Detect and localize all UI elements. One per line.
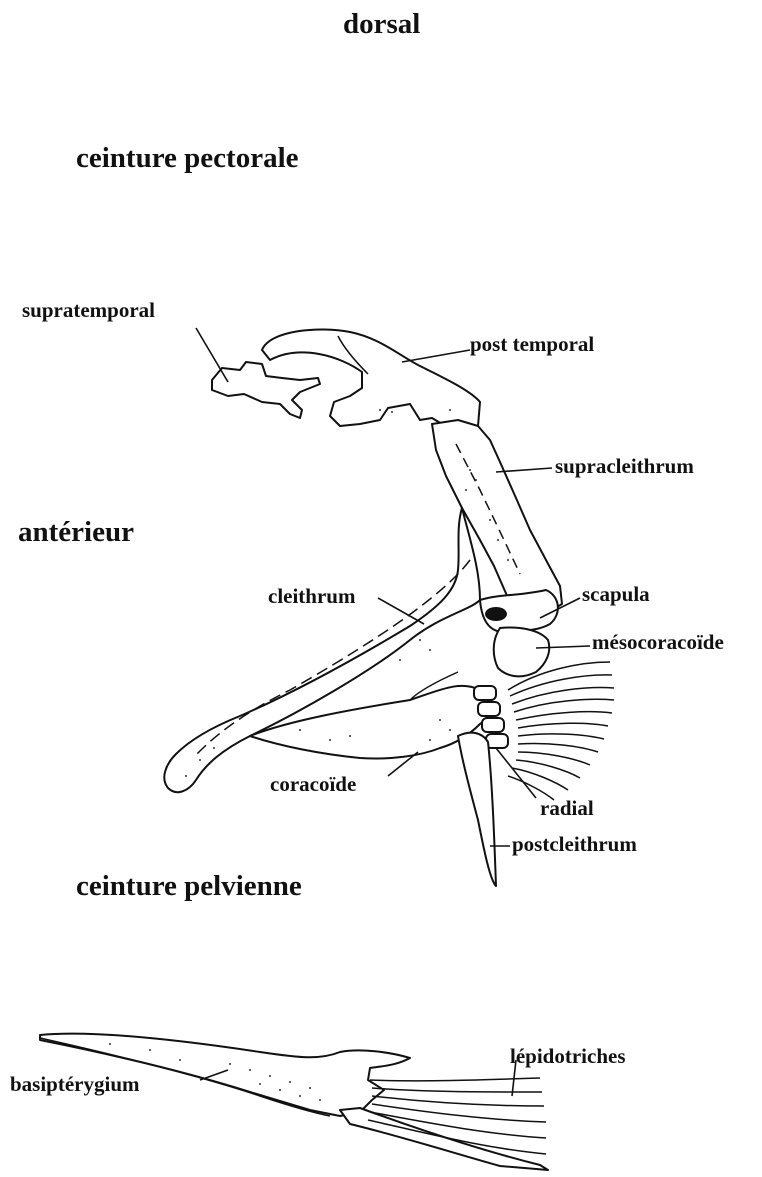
orientation-anterior: antérieur (18, 518, 134, 547)
leader-post-temporal (402, 350, 470, 362)
label-mesocoracoide: mésocoracoïde (592, 632, 724, 653)
label-postcleithrum: postcleithrum (512, 834, 637, 855)
label-coracoide: coracoïde (270, 774, 356, 795)
label-post-temporal: post temporal (470, 334, 594, 355)
postcleithrum-bone (458, 733, 496, 886)
label-supracleithrum: supracleithrum (555, 456, 694, 477)
label-scapula: scapula (582, 584, 650, 605)
orientation-dorsal: dorsal (343, 10, 420, 39)
pectoral-fin-rays (508, 662, 614, 800)
basipterygium-shaft (340, 1108, 548, 1170)
supracleithrum-bone (432, 420, 562, 614)
label-supratemporal: supratemporal (22, 300, 155, 321)
leader-supratemporal (196, 328, 228, 382)
section-title-pectoral: ceinture pectorale (76, 144, 299, 173)
label-lepidotriches: lépidotriches (510, 1046, 626, 1067)
mesocoracoide-bone (494, 628, 550, 677)
supratemporal-bone (212, 362, 320, 418)
label-cleithrum: cleithrum (268, 586, 355, 607)
label-basipterygium: basiptérygium (10, 1074, 140, 1095)
label-radial: radial (540, 798, 594, 819)
section-title-pelvic: ceinture pelvienne (76, 872, 302, 901)
